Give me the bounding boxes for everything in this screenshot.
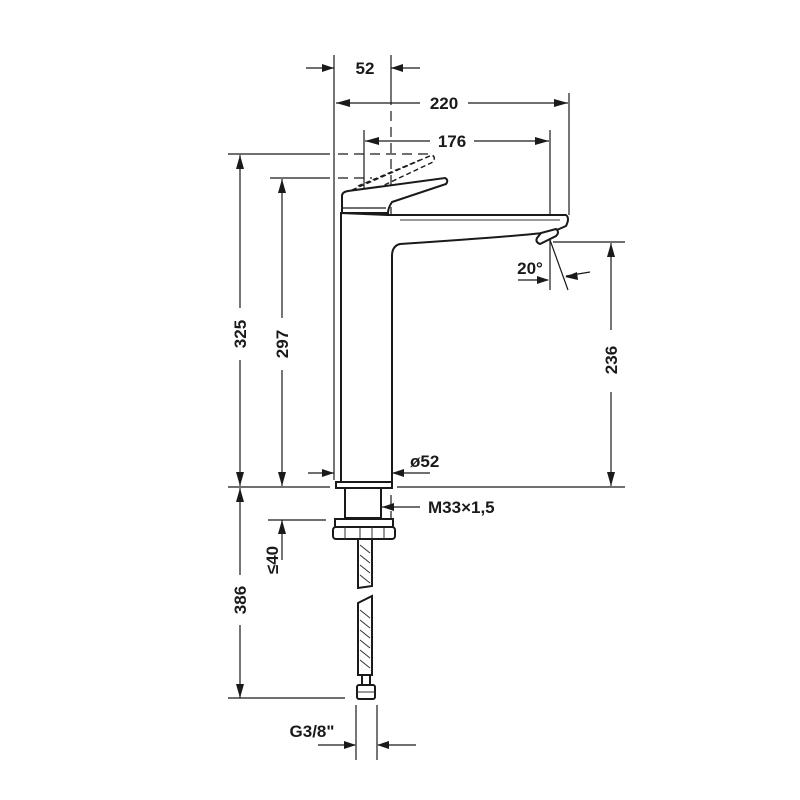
label-thread: M33×1,5 — [428, 498, 495, 517]
dim-325: 325 — [231, 155, 250, 486]
dim-g38: G3/8" — [290, 705, 416, 760]
label-236: 236 — [602, 346, 621, 374]
label-220: 220 — [430, 94, 458, 113]
supply-hose — [356, 538, 376, 700]
label-52-top: 52 — [356, 59, 375, 78]
label-297: 297 — [273, 330, 292, 358]
faucet-body — [332, 154, 569, 540]
dim-297: 297 — [273, 179, 292, 486]
label-max-40: ≤40 — [263, 546, 282, 574]
dim-thread: M33×1,5 — [382, 498, 495, 517]
dim-220: 220 — [336, 93, 570, 215]
dim-176: 176 — [363, 130, 551, 290]
label-386: 386 — [231, 586, 250, 614]
dim-20deg: 20° — [517, 239, 591, 291]
label-176: 176 — [438, 132, 466, 151]
dim-52-top: 52 — [306, 55, 420, 480]
dim-386: 386 — [228, 488, 345, 699]
label-g38: G3/8" — [290, 722, 335, 741]
dim-max-40: ≤40 — [263, 519, 326, 574]
label-325: 325 — [231, 320, 250, 348]
dim-236: 236 — [553, 241, 625, 486]
label-20deg: 20° — [517, 259, 543, 278]
label-diameter-52: ø52 — [410, 452, 439, 471]
dim-diameter-52: ø52 — [308, 452, 439, 477]
